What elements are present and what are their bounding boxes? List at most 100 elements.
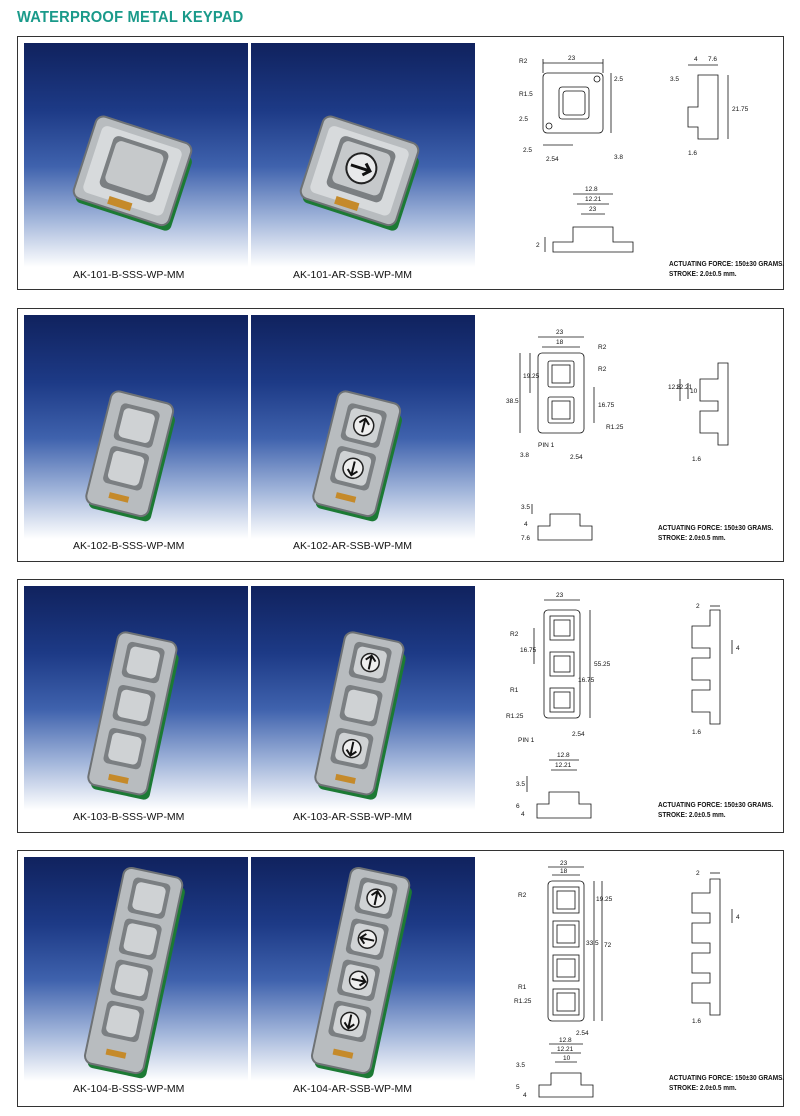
dim-label: 2.54 bbox=[576, 1030, 589, 1037]
dim-label: 3.8 bbox=[614, 154, 623, 161]
dim-label: 2.54 bbox=[572, 731, 585, 738]
front-view-drawing: R2 23 2.5 R1.5 2.5 2.5 2.54 3.8 bbox=[519, 55, 623, 163]
model-label: AK-102-AR-SSB-WP-MM bbox=[293, 540, 413, 552]
side-view-drawing: 2 4 1.6 bbox=[691, 870, 740, 1025]
dim-label: 1.6 bbox=[692, 456, 701, 463]
dim-label: R2 bbox=[518, 892, 527, 899]
dim-label: R1.25 bbox=[606, 424, 624, 431]
actuating-force-spec: ACTUATING FORCE: 150±30 GRAMS. bbox=[669, 1073, 785, 1082]
model-label: AK-101-AR-SSB-WP-MM bbox=[293, 269, 413, 281]
bottom-view-drawing: 12.8 12.21 3.5 6 4 bbox=[516, 752, 592, 819]
product-photo-plain bbox=[24, 857, 248, 1081]
dim-label: 2.54 bbox=[570, 454, 583, 461]
dim-label: 23 bbox=[589, 206, 597, 213]
dim-label: 23 bbox=[556, 329, 564, 336]
dimension-drawings: 23 R2 16.75 55.25 16.75 R1 R1.25 PIN 1 2… bbox=[493, 580, 783, 834]
model-label: AK-103-AR-SSB-WP-MM bbox=[293, 811, 413, 823]
dim-label: 4 bbox=[521, 811, 525, 818]
dim-label: 10 bbox=[690, 388, 698, 395]
stroke-spec: STROKE: 2.0±0.5 mm. bbox=[658, 533, 726, 542]
model-label: AK-104-AR-SSB-WP-MM bbox=[293, 1083, 413, 1095]
product-panel-ak-103: AK-103-B-SSS-WP-MM AK-103-AR-SSB-WP-MM 2… bbox=[17, 579, 784, 833]
dim-label: 12.8 bbox=[585, 186, 598, 193]
side-view-drawing: 2 4 1.6 bbox=[691, 603, 740, 736]
dim-label: 2.5 bbox=[523, 147, 532, 154]
dim-label: 33.5 bbox=[586, 940, 599, 947]
dim-label: 3.5 bbox=[516, 1062, 525, 1069]
dim-label: 6 bbox=[516, 803, 520, 810]
dim-label: 3.5 bbox=[516, 781, 525, 788]
front-view-drawing: 23 R2 16.75 55.25 16.75 R1 R1.25 PIN 1 2… bbox=[506, 592, 611, 744]
dim-label: 2 bbox=[696, 603, 700, 610]
dim-label: 4 bbox=[523, 1092, 527, 1099]
dim-label: 10 bbox=[563, 1055, 571, 1062]
side-view-drawing: 12.8 12.21 10 1.6 bbox=[668, 362, 729, 463]
product-photo-arrow bbox=[251, 43, 475, 267]
dimension-drawings: 23 18 R2 R2 19.25 38.5 16.75 R1.25 3.8 P… bbox=[493, 309, 783, 563]
dim-label: R1.25 bbox=[506, 713, 524, 720]
dimension-drawings: R2 23 2.5 R1.5 2.5 2.5 2.54 3.8 4 7.6 3.… bbox=[493, 37, 785, 291]
model-label: AK-102-B-SSS-WP-MM bbox=[73, 540, 185, 552]
dim-label: 2 bbox=[536, 242, 540, 249]
stroke-spec: STROKE: 2.0±0.5 mm. bbox=[669, 1083, 737, 1092]
dim-label: 2.54 bbox=[546, 156, 559, 163]
dim-label: 5 bbox=[516, 1084, 520, 1091]
dim-label: R2 bbox=[598, 366, 607, 373]
product-panel-ak-102: AK-102-B-SSS-WP-MM AK-102-AR-SSB-WP-MM 2… bbox=[17, 308, 784, 562]
dim-label: 18 bbox=[560, 868, 568, 875]
dim-label: 19.25 bbox=[596, 896, 613, 903]
product-panel-ak-101: AK-101-B-SSS-WP-MM AK-101-AR-SSB-WP-MM R… bbox=[17, 36, 784, 290]
dim-label: 18 bbox=[556, 339, 564, 346]
dim-label: PIN 1 bbox=[518, 737, 535, 744]
actuating-force-spec: ACTUATING FORCE: 150±30 GRAMS. bbox=[658, 800, 774, 809]
dim-label: 23 bbox=[556, 592, 564, 599]
dim-label: 1.6 bbox=[692, 1018, 701, 1025]
page-title: WATERPROOF METAL KEYPAD bbox=[17, 9, 244, 26]
dim-label: 2 bbox=[696, 870, 700, 877]
dim-label: R2 bbox=[510, 631, 519, 638]
dim-label: R1 bbox=[510, 687, 519, 694]
dim-label: 55.25 bbox=[594, 661, 611, 668]
dim-label: 38.5 bbox=[506, 398, 519, 405]
dim-label: 2.5 bbox=[614, 76, 623, 83]
dim-label: 4 bbox=[694, 56, 698, 63]
dim-label: 3.5 bbox=[521, 504, 530, 511]
dim-label: R2 bbox=[519, 58, 528, 65]
dim-label: R1.5 bbox=[519, 91, 533, 98]
dim-label: 3.8 bbox=[520, 452, 529, 459]
bottom-view-drawing: 12.8 12.21 10 3.5 5 4 bbox=[516, 1037, 594, 1099]
stroke-spec: STROKE: 2.0±0.5 mm. bbox=[669, 269, 737, 278]
dim-label: PIN 1 bbox=[538, 442, 555, 449]
dim-label: 72 bbox=[604, 942, 612, 949]
dim-label: R1 bbox=[518, 984, 527, 991]
dim-label: 12.21 bbox=[676, 384, 693, 391]
actuating-force-spec: ACTUATING FORCE: 150±30 GRAMS. bbox=[669, 259, 785, 268]
product-photo-plain bbox=[24, 586, 248, 810]
product-photo-plain bbox=[24, 43, 248, 267]
dim-label: 7.6 bbox=[708, 56, 717, 63]
model-label: AK-104-B-SSS-WP-MM bbox=[73, 1083, 185, 1095]
dimension-drawings: 23 18 R2 19.25 33.5 72 R1 R1.25 2.54 2 4… bbox=[493, 851, 785, 1108]
dim-label: R1.25 bbox=[514, 998, 532, 1005]
dim-label: 21.75 bbox=[732, 106, 749, 113]
dim-label: 12.8 bbox=[559, 1037, 572, 1044]
product-photo-arrow bbox=[251, 315, 475, 539]
product-photo-plain bbox=[24, 315, 248, 539]
model-label: AK-103-B-SSS-WP-MM bbox=[73, 811, 185, 823]
dim-label: 12.21 bbox=[555, 762, 572, 769]
product-panel-ak-104: AK-104-B-SSS-WP-MM AK-104-AR-SSB-WP-MM 2… bbox=[17, 850, 784, 1107]
bottom-view-drawing: 3.5 4 7.6 bbox=[521, 504, 593, 542]
dim-label: 19.25 bbox=[523, 373, 540, 380]
side-view-drawing: 4 7.6 3.5 21.75 1.6 bbox=[670, 56, 749, 157]
stroke-spec: STROKE: 2.0±0.5 mm. bbox=[658, 810, 726, 819]
actuating-force-spec: ACTUATING FORCE: 150±30 GRAMS. bbox=[658, 523, 774, 532]
dim-label: 12.21 bbox=[585, 196, 602, 203]
dim-label: 23 bbox=[560, 860, 568, 867]
dim-label: R2 bbox=[598, 344, 607, 351]
dim-label: 4 bbox=[736, 914, 740, 921]
dim-label: 3.5 bbox=[670, 76, 679, 83]
dim-label: 12.8 bbox=[557, 752, 570, 759]
bottom-view-drawing: 12.8 12.21 23 2 bbox=[536, 186, 634, 253]
dim-label: 7.6 bbox=[521, 535, 530, 542]
product-photo-arrow bbox=[251, 857, 475, 1081]
